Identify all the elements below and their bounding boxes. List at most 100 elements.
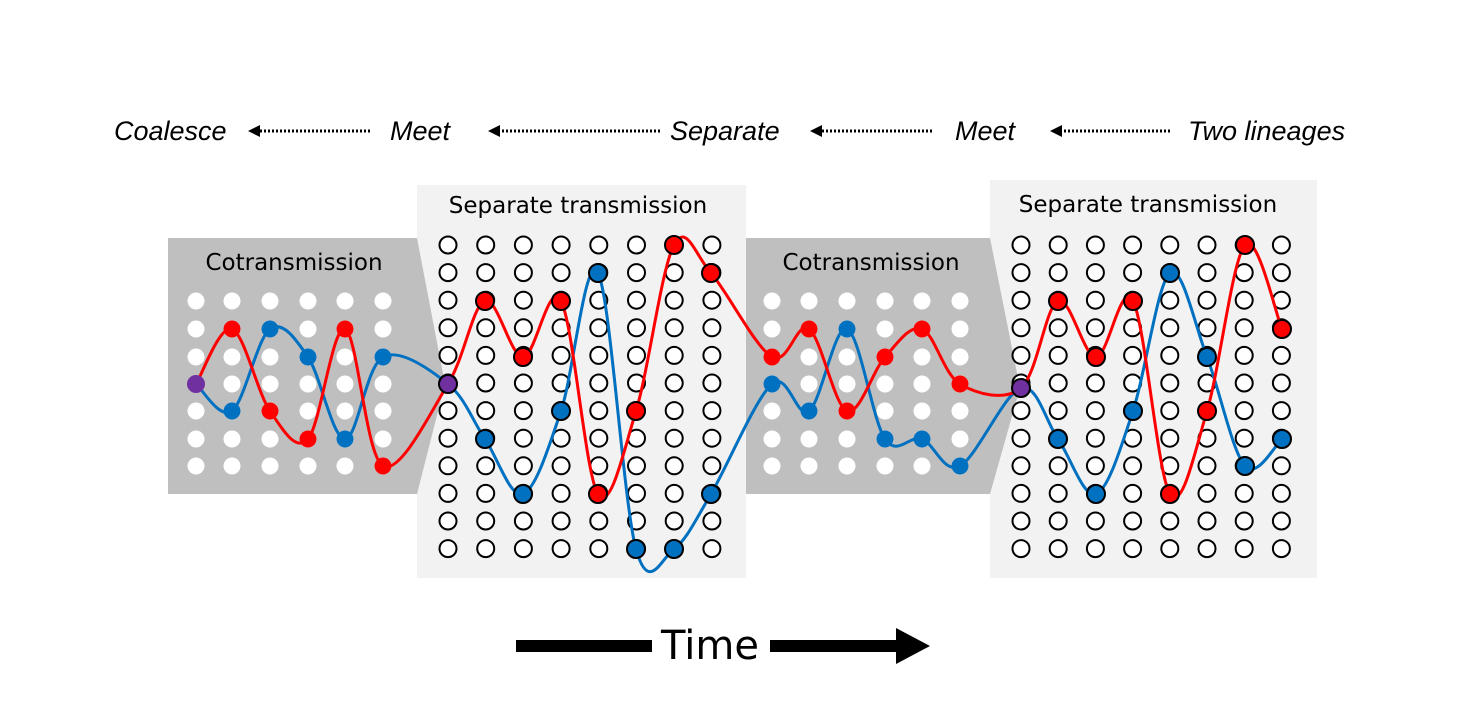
host-dot [800,292,818,310]
host-circle [476,511,496,531]
host-dot [374,375,392,393]
host-dot [876,292,894,310]
host-circle [1271,456,1291,476]
blue-lineage-dot [876,430,894,448]
red-lineage-dot [763,348,781,366]
time-label: Time [660,623,759,669]
host-circle [702,511,722,531]
host-circle [589,345,609,365]
host-circle [1271,511,1291,531]
host-circle [438,401,458,421]
red-lineage-dot [664,235,684,255]
host-dot [374,320,392,338]
red-lineage-dot [223,320,241,338]
host-circle [664,456,684,476]
host-dot [187,320,205,338]
host-dot [838,348,856,366]
blue-lineage-dot [1197,347,1217,367]
host-circle [1271,483,1291,503]
red-lineage-dot [701,263,721,283]
host-dot [913,292,931,310]
host-circle [1197,511,1217,531]
host-circle [1085,235,1105,255]
host-circle [1048,539,1068,559]
blue-lineage-dot [261,320,279,338]
red-lineage-dot [951,375,969,393]
time-arrow: Time [516,623,930,669]
host-circle [1085,428,1105,448]
host-circle [1234,539,1254,559]
host-circle [1160,235,1180,255]
host-circle [702,401,722,421]
host-circle [1160,290,1180,310]
stage-labels: Coalesce Meet Separate Meet Two lineages [114,116,1345,146]
arrowhead-icon [488,125,500,137]
blue-lineage-dot [664,539,684,559]
host-circle [1271,401,1291,421]
host-circle [1085,401,1105,421]
host-dot [223,375,241,393]
host-dot [374,402,392,420]
red-lineage-dot [1086,347,1106,367]
host-circle [627,345,646,365]
host-circle [702,318,722,338]
stage-label-meet-1: Meet [390,116,452,146]
host-circle [1234,345,1254,365]
host-circle [1234,428,1254,448]
host-dot [299,402,317,420]
host-circle [438,290,458,310]
host-circle [1271,235,1291,255]
host-circle [1085,456,1105,476]
host-dot [876,320,894,338]
host-circle [1048,235,1068,255]
blue-lineage-dot [626,539,646,559]
host-circle [589,456,609,476]
arrowhead-icon [1050,125,1062,137]
cotransmission-panel-2 [744,238,1020,494]
blue-lineage-dot [913,430,931,448]
host-circle [438,483,458,503]
host-circle [702,290,722,310]
lineage-dots [187,235,1292,559]
host-dot [951,292,969,310]
host-dot [187,430,205,448]
host-circle [1234,263,1254,283]
host-circle [1271,263,1291,283]
red-lineage-dot [626,401,646,421]
host-dot [838,457,856,475]
host-circle [1197,456,1217,476]
host-circle [1123,539,1143,559]
host-circle [1048,511,1068,531]
meet-dot [1011,378,1031,398]
host-circle [551,373,571,393]
stage-arrowheads [248,125,1062,137]
blue-lineage-dot [588,263,608,283]
host-circle [551,235,571,255]
host-dot [913,348,931,366]
host-circle [589,401,609,421]
host-circle [1011,456,1031,476]
blue-lineage-dot [1235,456,1255,476]
host-circle [664,290,684,310]
host-circle [513,318,533,338]
host-circle [664,263,684,283]
host-circle [476,263,496,283]
host-circle [664,483,684,503]
host-circle [513,511,533,531]
host-circle [1123,483,1143,503]
host-dot [951,402,969,420]
host-circle [1011,235,1031,255]
red-lineage-dot [838,402,856,420]
host-circle [1197,483,1217,503]
red-lineage-dot [336,320,354,338]
host-dot [876,402,894,420]
host-circle [702,345,722,365]
host-circle [1085,263,1105,283]
host-circle [664,401,684,421]
host-circle [627,290,646,310]
separate-title-1: Separate transmission [449,193,707,219]
host-circle [438,456,458,476]
host-circle [1271,373,1291,393]
host-circle [551,539,571,559]
red-lineage-dot [1272,319,1292,339]
